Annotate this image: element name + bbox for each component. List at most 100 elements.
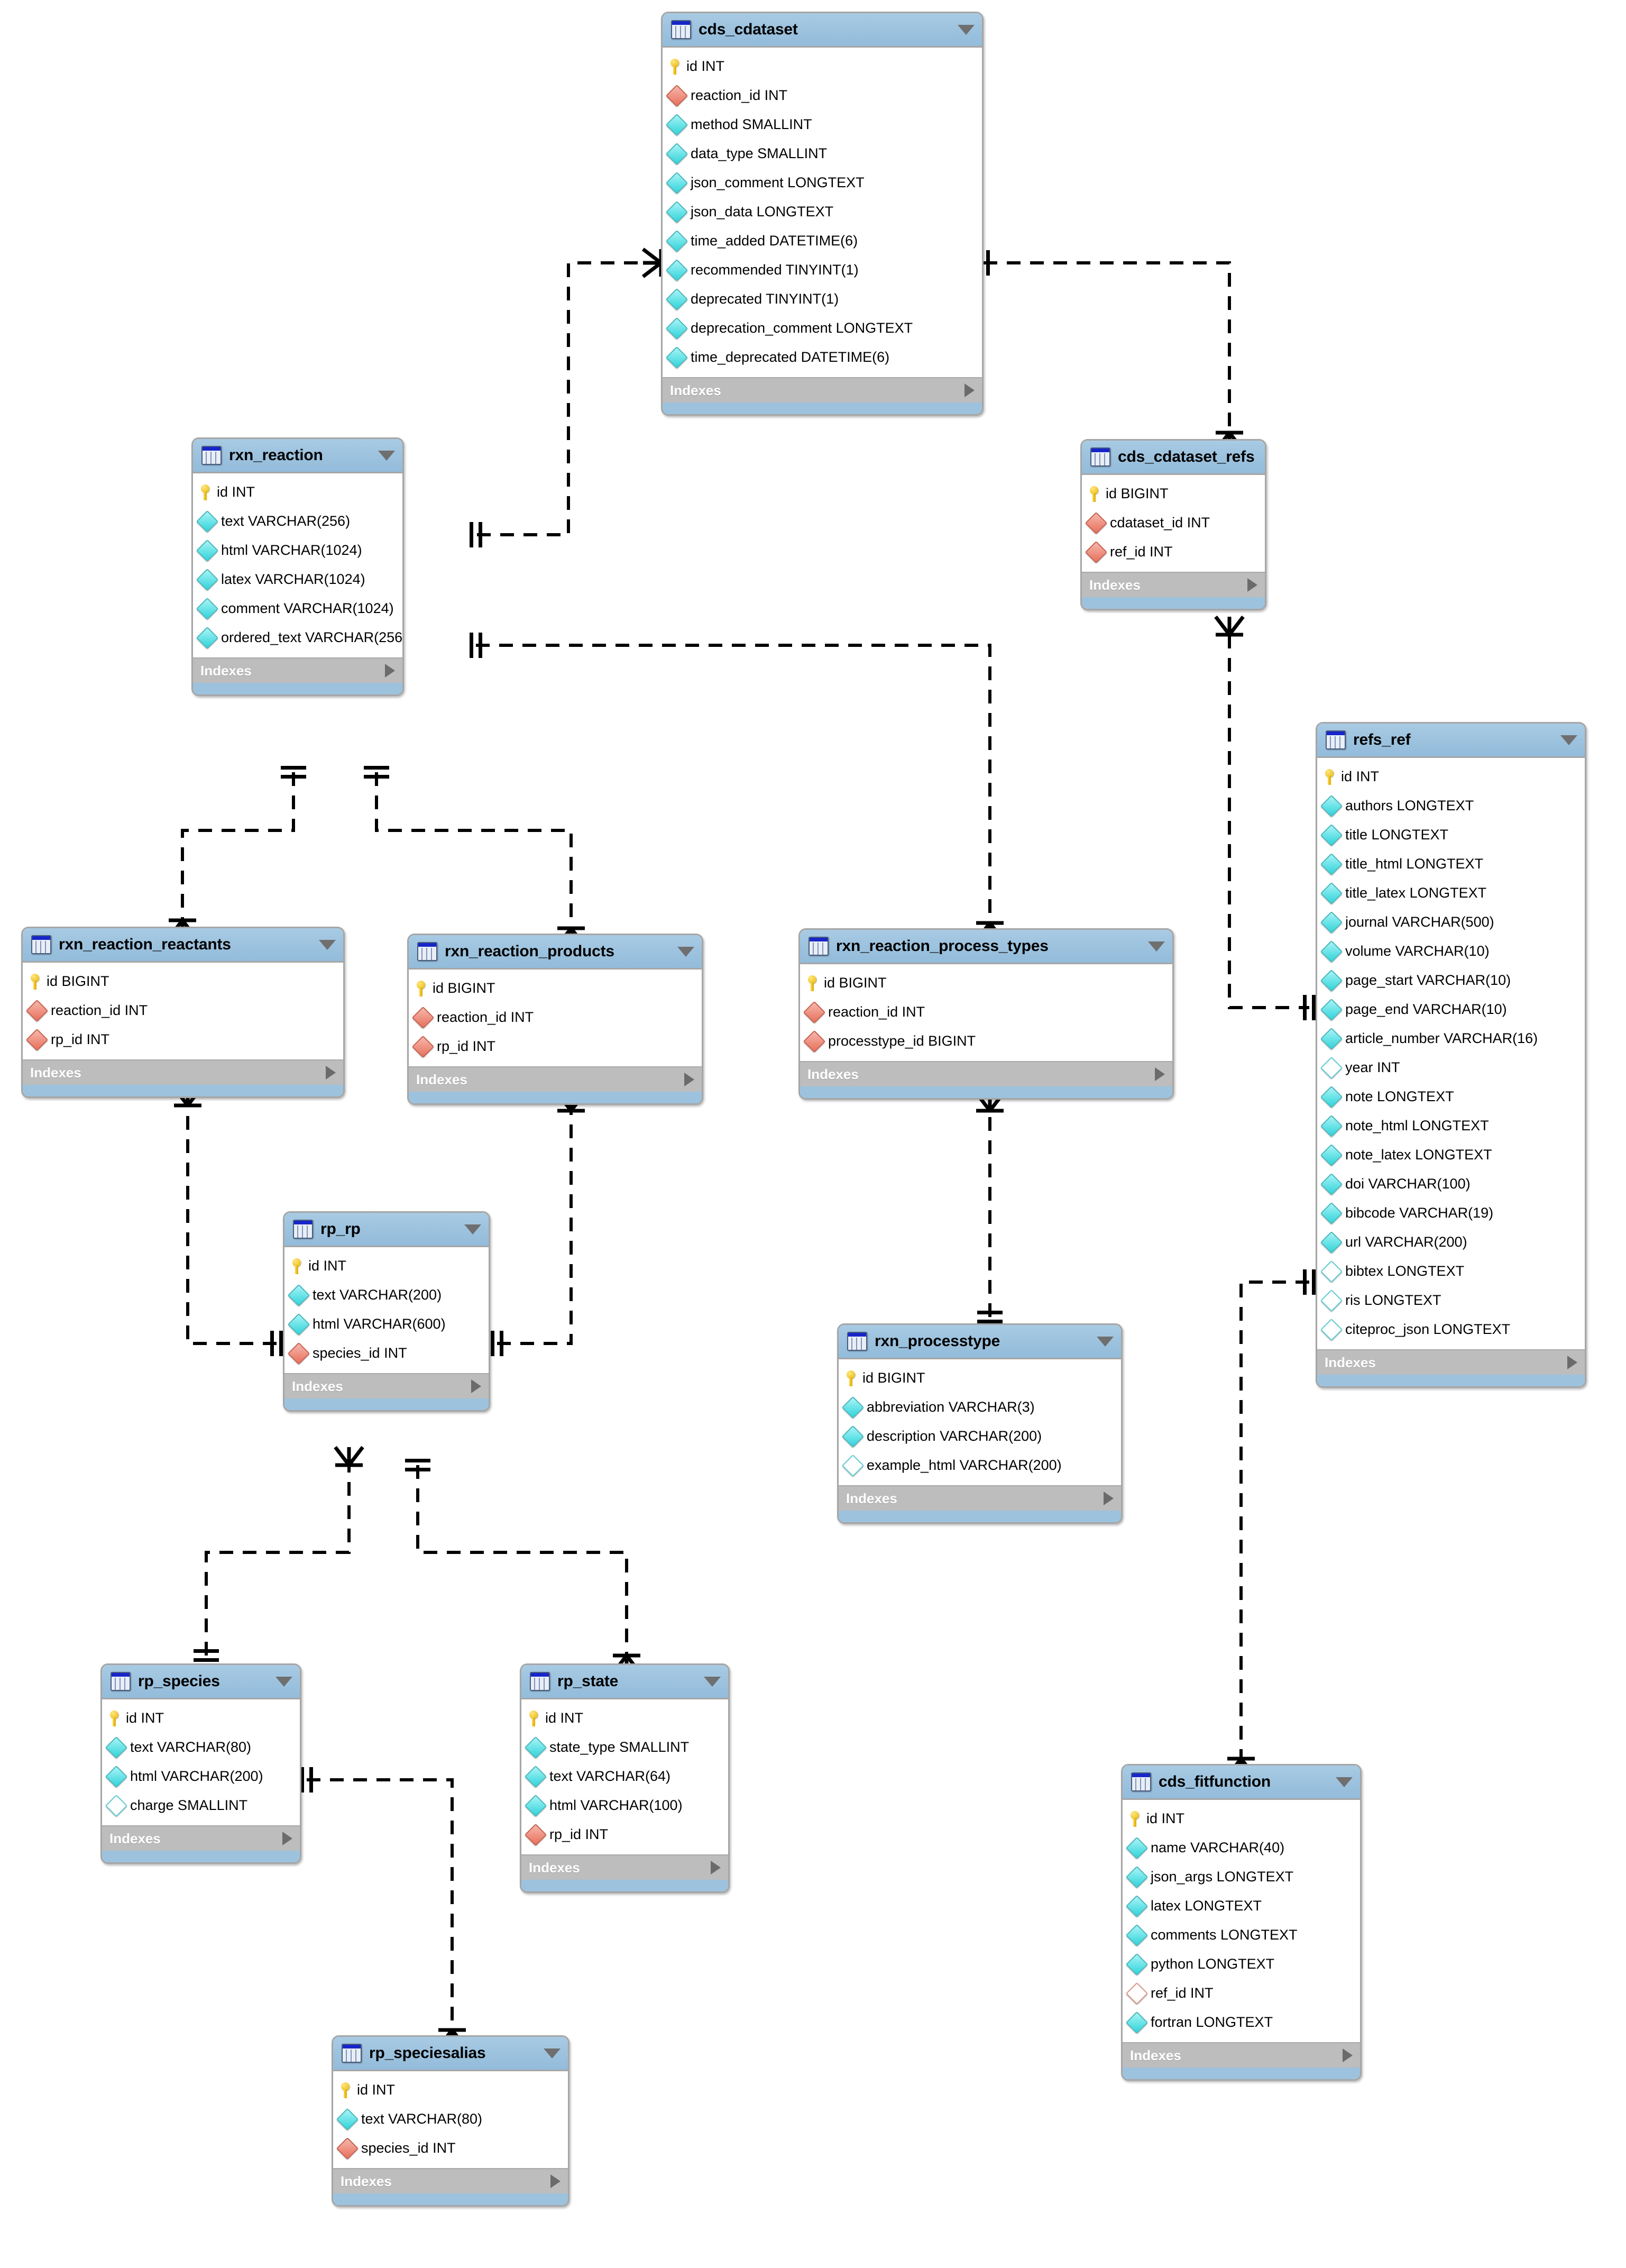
column-row[interactable]: json_comment LONGTEXT [663, 168, 982, 197]
column-row[interactable]: reaction_id INT [800, 998, 1172, 1027]
table-header[interactable]: rxn_processtype [839, 1325, 1121, 1359]
column-row[interactable]: id BIGINT [409, 974, 702, 1003]
column-row[interactable]: id BIGINT [23, 967, 343, 996]
expand-right-icon[interactable] [385, 664, 395, 678]
column-row[interactable]: id INT [663, 52, 982, 81]
column-row[interactable]: comment VARCHAR(1024) [193, 594, 402, 623]
indexes-section[interactable]: Indexes [800, 1061, 1172, 1086]
column-row[interactable]: id INT [333, 2075, 568, 2105]
column-row[interactable]: page_start VARCHAR(10) [1317, 966, 1585, 995]
indexes-section[interactable]: Indexes [1082, 572, 1265, 597]
table-header[interactable]: rp_species [102, 1665, 300, 1699]
column-row[interactable]: id BIGINT [839, 1364, 1121, 1393]
column-row[interactable]: html VARCHAR(1024) [193, 536, 402, 565]
column-row[interactable]: title_latex LONGTEXT [1317, 879, 1585, 908]
column-row[interactable]: json_data LONGTEXT [663, 197, 982, 226]
chevron-down-icon[interactable] [1097, 1336, 1114, 1347]
column-row[interactable]: comments LONGTEXT [1123, 1921, 1360, 1950]
column-row[interactable]: year INT [1317, 1053, 1585, 1082]
column-row[interactable]: article_number VARCHAR(16) [1317, 1024, 1585, 1053]
expand-right-icon[interactable] [711, 1861, 721, 1874]
column-row[interactable]: charge SMALLINT [102, 1791, 300, 1820]
column-row[interactable]: id INT [521, 1704, 728, 1733]
table-header[interactable]: rxn_reaction_process_types [800, 930, 1172, 964]
column-row[interactable]: id BIGINT [800, 968, 1172, 998]
expand-right-icon[interactable] [1343, 2048, 1353, 2062]
table-header[interactable]: rxn_reaction_products [409, 935, 702, 970]
indexes-section[interactable]: Indexes [1123, 2042, 1360, 2068]
column-row[interactable]: volume VARCHAR(10) [1317, 937, 1585, 966]
column-row[interactable]: id INT [284, 1251, 489, 1281]
column-row[interactable]: html VARCHAR(600) [284, 1310, 489, 1339]
column-row[interactable]: description VARCHAR(200) [839, 1422, 1121, 1451]
expand-right-icon[interactable] [1247, 578, 1257, 592]
column-row[interactable]: method SMALLINT [663, 110, 982, 139]
column-row[interactable]: ref_id INT [1082, 537, 1265, 566]
column-row[interactable]: processtype_id BIGINT [800, 1027, 1172, 1056]
column-row[interactable]: doi VARCHAR(100) [1317, 1169, 1585, 1199]
expand-right-icon[interactable] [282, 1832, 292, 1845]
chevron-down-icon[interactable] [464, 1224, 481, 1234]
table-header[interactable]: rp_state [521, 1665, 728, 1699]
column-row[interactable]: id INT [1317, 762, 1585, 791]
table-header[interactable]: refs_ref [1317, 724, 1585, 758]
indexes-section[interactable]: Indexes [409, 1066, 702, 1092]
chevron-down-icon[interactable] [1560, 735, 1577, 745]
column-row[interactable]: journal VARCHAR(500) [1317, 908, 1585, 937]
column-row[interactable]: reaction_id INT [23, 996, 343, 1025]
chevron-down-icon[interactable] [544, 2048, 561, 2059]
indexes-section[interactable]: Indexes [1317, 1349, 1585, 1375]
column-row[interactable]: time_added DATETIME(6) [663, 226, 982, 255]
table-header[interactable]: rp_speciesalias [333, 2037, 568, 2071]
table-header[interactable]: cds_cdataset [663, 13, 982, 48]
column-row[interactable]: cdataset_id INT [1082, 508, 1265, 537]
column-row[interactable]: rp_id INT [521, 1820, 728, 1849]
chevron-down-icon[interactable] [1265, 452, 1266, 462]
column-row[interactable]: ris LONGTEXT [1317, 1286, 1585, 1315]
column-row[interactable]: reaction_id INT [409, 1003, 702, 1032]
table-header[interactable]: cds_cdataset_refs [1082, 441, 1265, 475]
column-row[interactable]: ref_id INT [1123, 1979, 1360, 2008]
column-row[interactable]: html VARCHAR(100) [521, 1791, 728, 1820]
column-row[interactable]: deprecation_comment LONGTEXT [663, 314, 982, 343]
column-row[interactable]: species_id INT [284, 1339, 489, 1368]
expand-right-icon[interactable] [471, 1379, 481, 1393]
column-row[interactable]: species_id INT [333, 2134, 568, 2163]
column-row[interactable]: page_end VARCHAR(10) [1317, 995, 1585, 1024]
indexes-section[interactable]: Indexes [521, 1854, 728, 1880]
expand-right-icon[interactable] [550, 2174, 561, 2188]
column-row[interactable]: text VARCHAR(64) [521, 1762, 728, 1791]
indexes-section[interactable]: Indexes [284, 1373, 489, 1398]
column-row[interactable]: rp_id INT [409, 1032, 702, 1061]
column-row[interactable]: citeproc_json LONGTEXT [1317, 1315, 1585, 1344]
chevron-down-icon[interactable] [1336, 1777, 1353, 1787]
indexes-section[interactable]: Indexes [102, 1825, 300, 1851]
column-row[interactable]: text VARCHAR(200) [284, 1281, 489, 1310]
indexes-section[interactable]: Indexes [23, 1059, 343, 1085]
column-row[interactable]: url VARCHAR(200) [1317, 1228, 1585, 1257]
column-row[interactable]: deprecated TINYINT(1) [663, 285, 982, 314]
expand-right-icon[interactable] [1567, 1356, 1577, 1369]
chevron-down-icon[interactable] [319, 939, 336, 950]
column-row[interactable]: name VARCHAR(40) [1123, 1833, 1360, 1862]
column-row[interactable]: text VARCHAR(80) [333, 2105, 568, 2134]
indexes-section[interactable]: Indexes [663, 377, 982, 403]
column-row[interactable]: ordered_text VARCHAR(256) [193, 623, 402, 652]
table-header[interactable]: rxn_reaction [193, 439, 402, 473]
column-row[interactable]: python LONGTEXT [1123, 1950, 1360, 1979]
column-row[interactable]: data_type SMALLINT [663, 139, 982, 168]
column-row[interactable]: text VARCHAR(256) [193, 507, 402, 536]
column-row[interactable]: latex VARCHAR(1024) [193, 565, 402, 594]
column-row[interactable]: bibcode VARCHAR(19) [1317, 1199, 1585, 1228]
column-row[interactable]: bibtex LONGTEXT [1317, 1257, 1585, 1286]
